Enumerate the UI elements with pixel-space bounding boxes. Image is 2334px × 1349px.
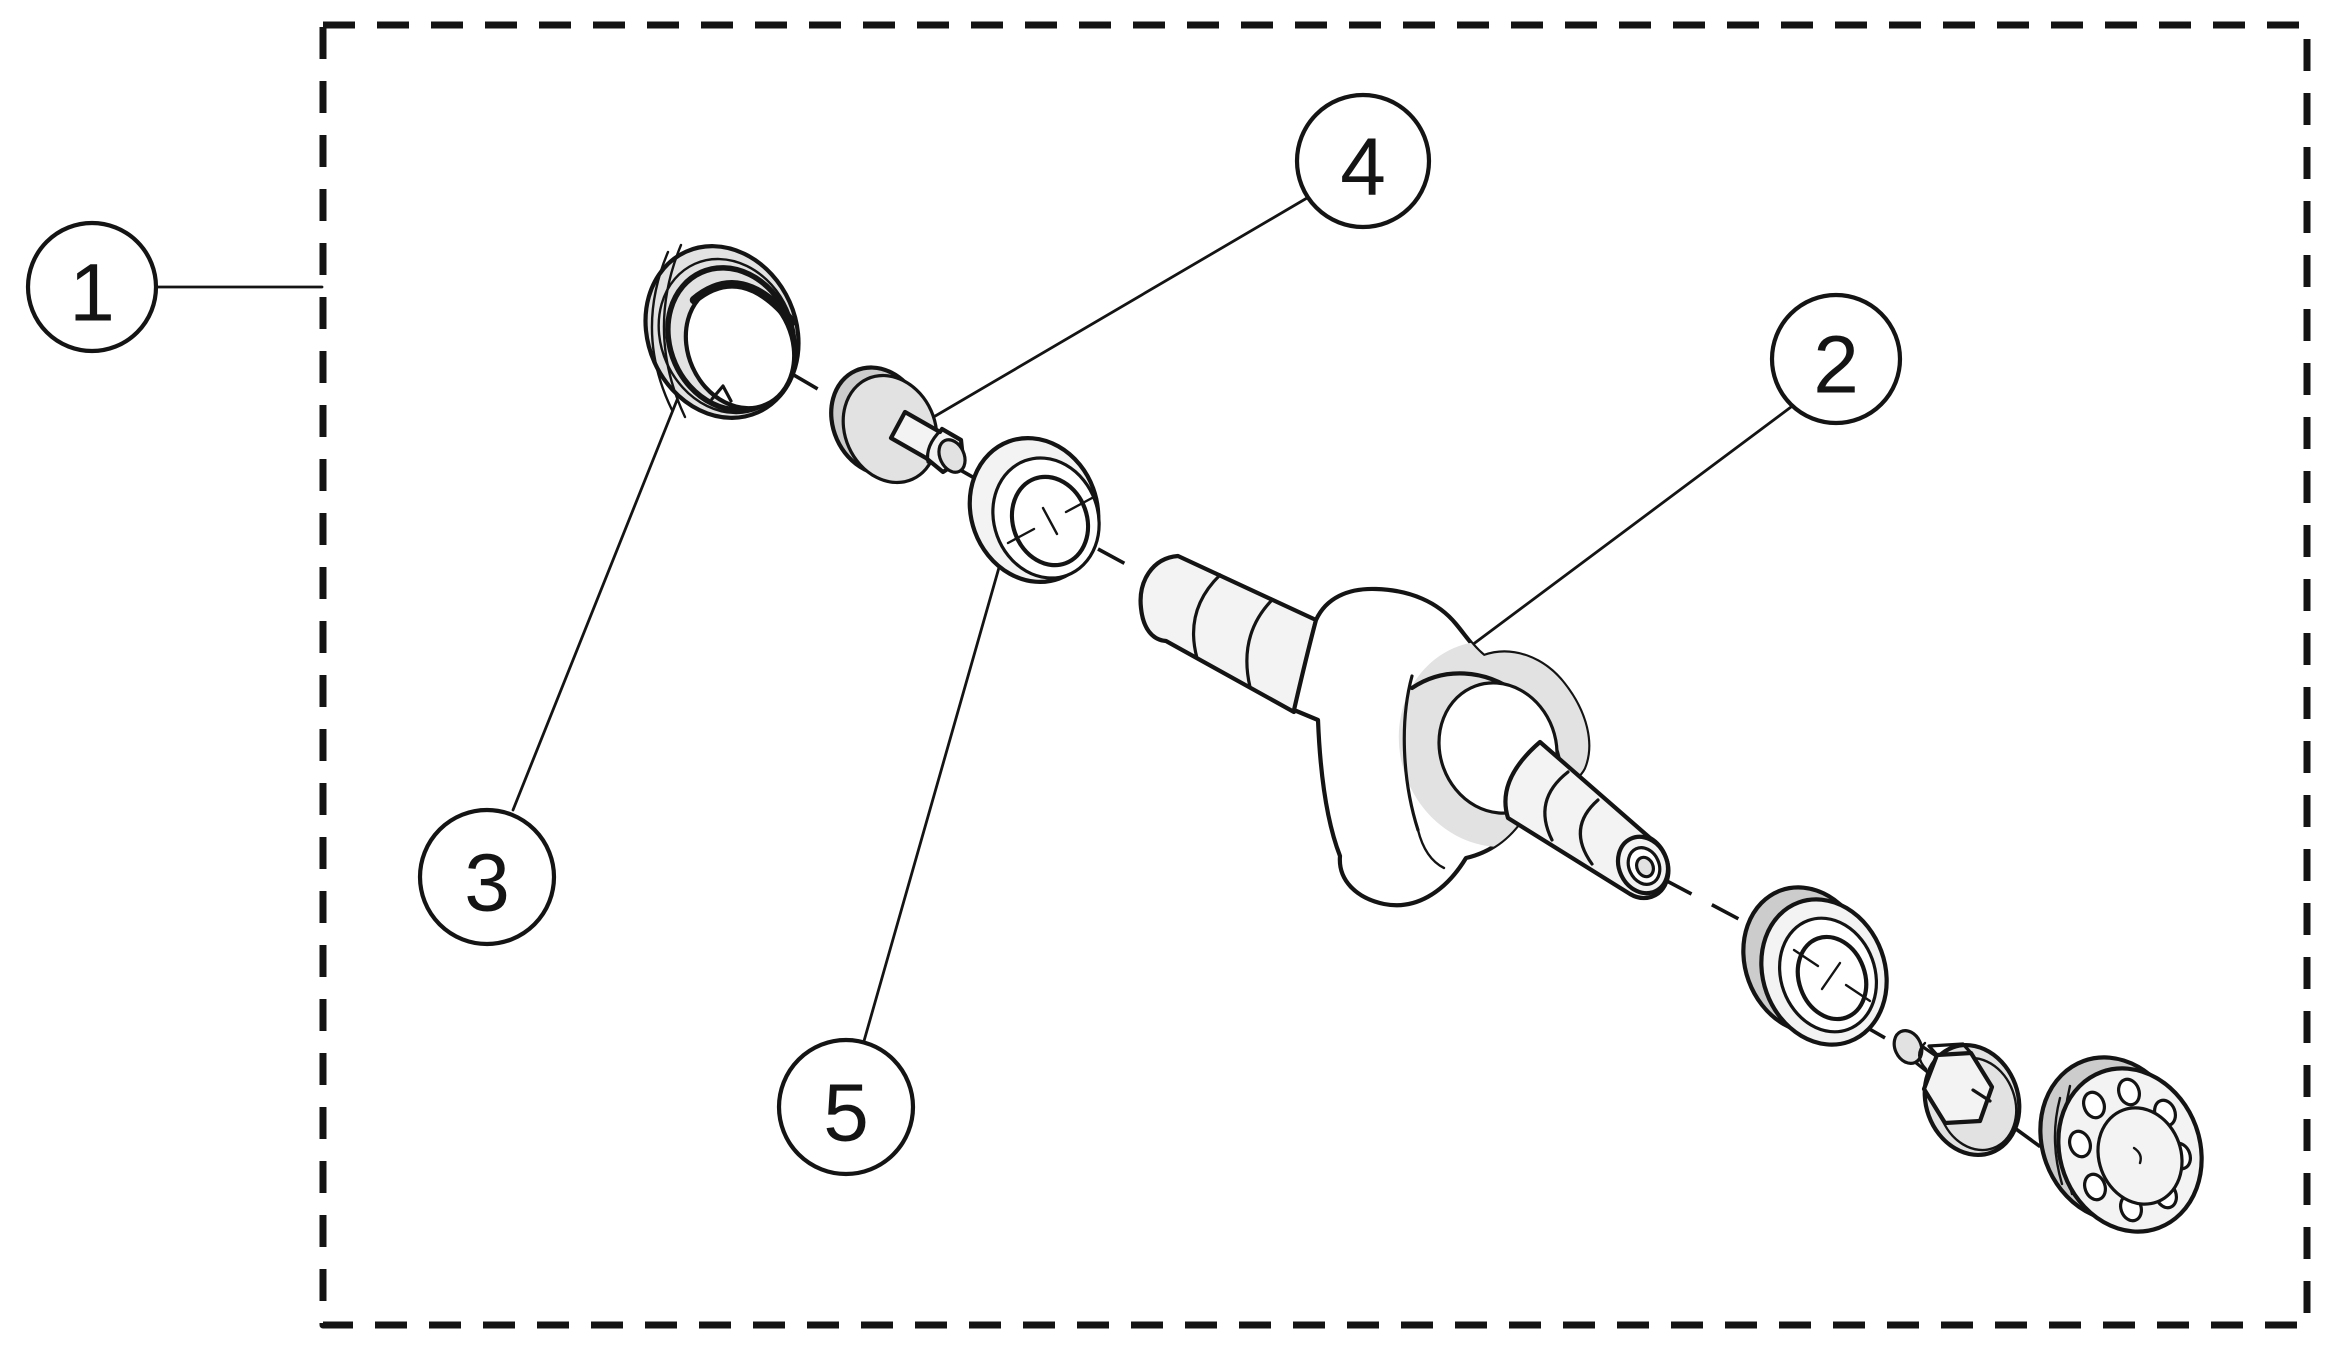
drive-flange-disc — [2038, 1055, 2204, 1234]
leader-3 — [511, 398, 679, 812]
callout-1-number: 1 — [69, 248, 115, 339]
center-mark-line — [1792, 948, 1820, 968]
journal-end-bore — [1635, 855, 1655, 879]
body-crease — [1416, 828, 1446, 870]
boss-mark — [2132, 1146, 2142, 1165]
bolt-hex-facet — [1927, 1042, 1973, 1057]
center-mark-line — [1820, 961, 1842, 991]
callout-4-circle[interactable] — [1294, 92, 1432, 230]
stub-pin-with-washer — [829, 365, 967, 485]
bolt-shank-tip — [1892, 1029, 1924, 1065]
center-mark-line — [1041, 506, 1059, 536]
centerline-segment — [2014, 1127, 2055, 1158]
bolt-thread-ring — [1918, 1041, 1928, 1071]
center-mark-line — [1064, 496, 1094, 514]
flange-rim-texture — [2053, 1096, 2064, 1186]
snout-step-ring — [1192, 573, 1222, 660]
flanged-bushing — [967, 435, 1101, 585]
bolt-hole — [2082, 1090, 2106, 1120]
washer-center-mark — [1792, 948, 1872, 1003]
bolt-hole — [2083, 1172, 2107, 1202]
centerline-segment — [1097, 547, 1134, 570]
bushing-center-mark — [1006, 496, 1094, 545]
callout-3-circle[interactable] — [417, 807, 557, 947]
journal-step-ring — [1578, 798, 1600, 866]
leader-2 — [1458, 405, 1793, 656]
callout-2-circle[interactable] — [1769, 292, 1903, 426]
washer-bore — [1795, 934, 1869, 1022]
callouts: 1 2 3 4 5 — [25, 92, 1903, 1177]
leader-4 — [906, 196, 1309, 434]
centerline-segment — [1664, 878, 1753, 928]
callout-1-circle[interactable] — [25, 220, 159, 354]
end-cap-seal — [643, 243, 801, 420]
pin-step-ring — [925, 428, 943, 464]
crankshaft — [1138, 553, 1671, 905]
callout-2[interactable]: 2 — [1769, 292, 1903, 426]
cap-lip-shadow — [689, 280, 797, 327]
callout-4[interactable]: 4 — [1294, 92, 1432, 230]
cap-notch — [710, 384, 733, 403]
center-mark-line — [1844, 983, 1872, 1003]
pin-end-face — [937, 438, 967, 474]
callout-4-number: 4 — [1340, 122, 1386, 213]
crank-front-snout — [1138, 553, 1319, 715]
body-crease — [1402, 674, 1420, 832]
pin-washer-face — [841, 373, 939, 485]
callout-1[interactable]: 1 — [25, 220, 159, 354]
bolt-head-mark — [1971, 1088, 1992, 1103]
assembly-boundary — [319, 21, 2311, 1329]
hex-flange-bolt — [1892, 1029, 2022, 1158]
callout-3-number: 3 — [464, 838, 510, 929]
callout-2-number: 2 — [1813, 320, 1859, 411]
center-mark-line — [1006, 527, 1036, 545]
cap-rim-texture — [662, 243, 687, 419]
thrust-washer — [1741, 885, 1889, 1047]
bolt-hole — [2068, 1129, 2092, 1159]
callout-5-circle[interactable] — [776, 1037, 916, 1177]
cap-rim-texture — [650, 250, 674, 412]
callout-3[interactable]: 3 — [417, 807, 557, 947]
callout-5-number: 5 — [823, 1068, 869, 1159]
leader-5 — [862, 555, 1004, 1043]
journal-step-ring — [1543, 770, 1570, 842]
bolt-hole — [2117, 1077, 2141, 1107]
snout-step-ring — [1245, 598, 1274, 689]
leader-lines — [154, 196, 1793, 1043]
callout-5[interactable]: 5 — [776, 1037, 916, 1177]
